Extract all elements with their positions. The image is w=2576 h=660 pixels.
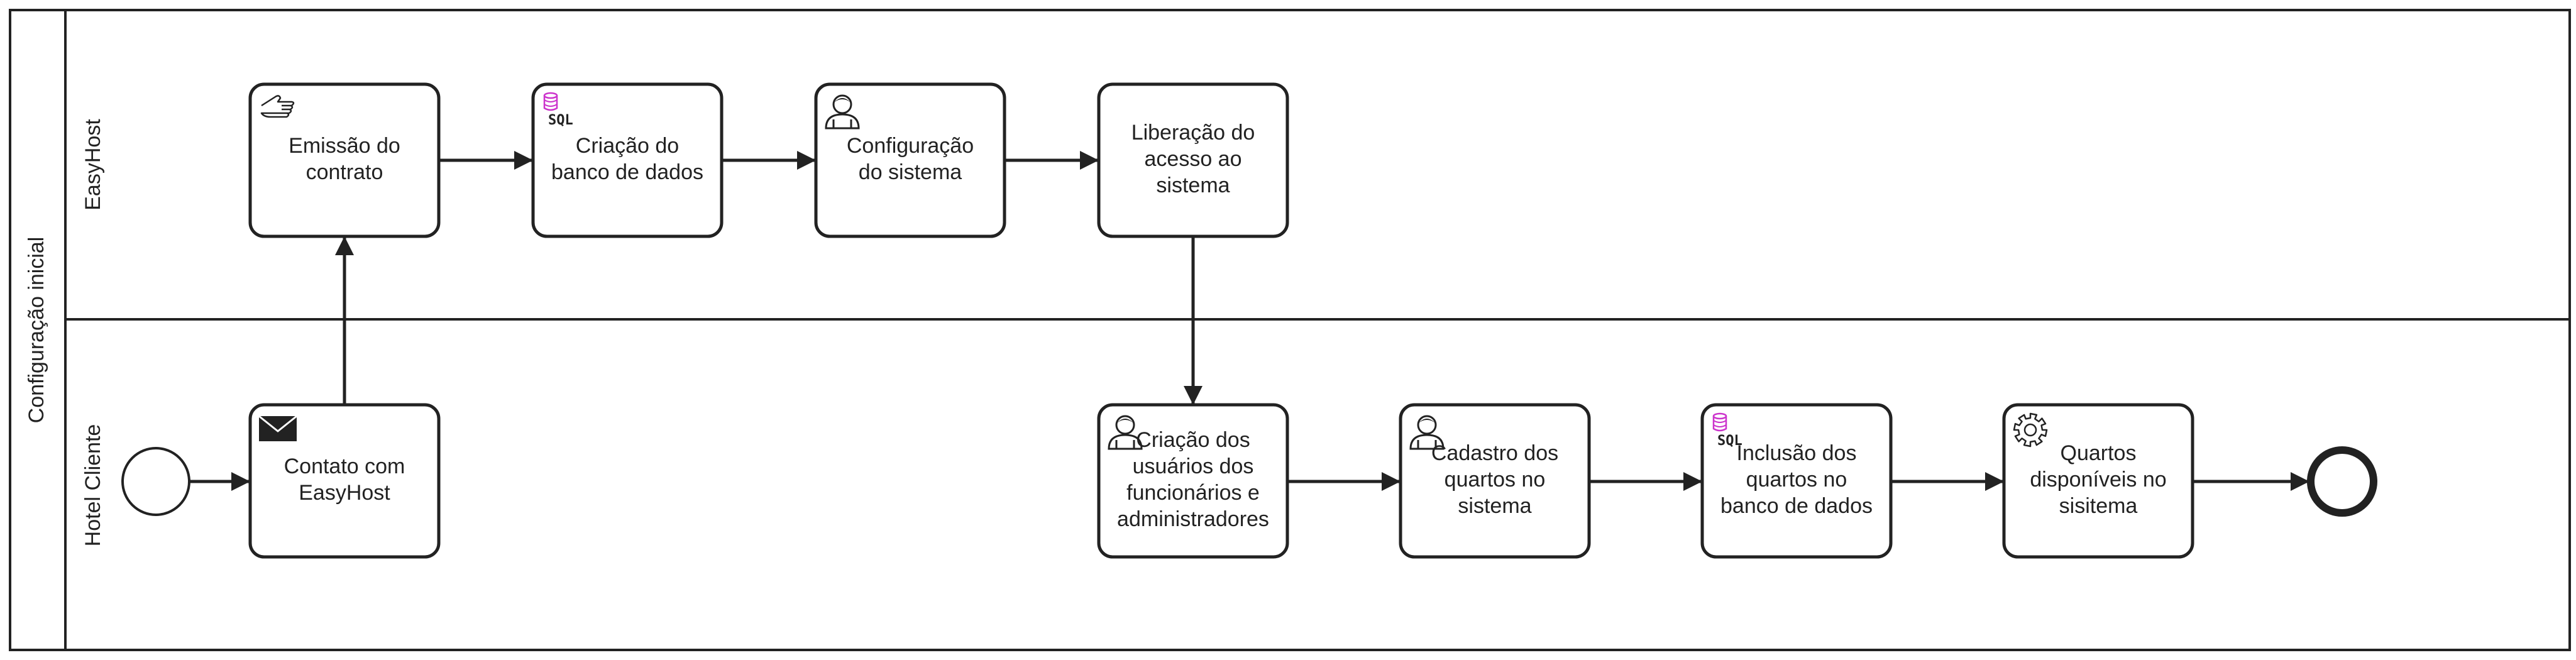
task-label: Cadastro dos (1431, 441, 1558, 465)
task-label: sistema (1156, 173, 1230, 197)
gear-icon (2013, 412, 2048, 448)
task-label: disponíveis no (2030, 468, 2166, 492)
task-label: Configuração (847, 134, 974, 158)
task-label: Emissão do (289, 134, 400, 158)
task-label: banco de dados (1720, 494, 1873, 518)
task-box[interactable] (2002, 403, 2194, 559)
manual-hand-icon (260, 95, 295, 118)
task-label: Inclusão dos (1737, 441, 1857, 465)
end-event[interactable] (2307, 446, 2377, 517)
task-box[interactable] (1097, 403, 1289, 559)
task-box[interactable] (248, 82, 441, 238)
envelope-icon (258, 415, 297, 441)
lane-label-easyhost: EasyHost (81, 119, 105, 211)
task-label: quartos no (1445, 468, 1546, 492)
task-label: sistema (1458, 494, 1531, 518)
svg-text:SQL: SQL (1717, 433, 1742, 449)
sequence-flows (190, 151, 2309, 491)
task-box[interactable] (814, 82, 1006, 238)
start-event[interactable] (121, 447, 190, 516)
user-icon (1409, 415, 1445, 450)
lane-label-hotel-cliente: Hotel Cliente (81, 424, 105, 547)
task-box[interactable] (531, 82, 724, 238)
svg-text:SQL: SQL (548, 113, 573, 128)
task-label: administradores (1117, 507, 1269, 531)
task-label: acesso ao (1145, 147, 1242, 171)
lane-hotel-cliente: Hotel Cliente (81, 424, 105, 547)
user-icon (1108, 415, 1143, 450)
task-label: Contato com (284, 454, 405, 478)
task-label: funcionários e (1126, 481, 1260, 505)
task-box[interactable] (1700, 403, 1893, 559)
task-label: quartos no (1746, 468, 1847, 492)
task-label: Criação do (576, 134, 679, 158)
lane-easyhost: EasyHost (65, 119, 2570, 321)
task-box[interactable] (248, 403, 441, 559)
sql-database-icon: SQL (543, 92, 573, 128)
task-label: EasyHost (299, 481, 390, 505)
task-label: Quartos (2061, 441, 2137, 465)
task-label: Liberação do (1131, 121, 1255, 145)
task-box[interactable] (1097, 82, 1289, 238)
task-label: banco de dados (551, 160, 703, 184)
task-label: usuários dos (1133, 454, 1254, 478)
sql-database-icon: SQL (1712, 412, 1742, 449)
task-label: sisitema (2059, 494, 2138, 518)
task-label: contrato (306, 160, 383, 184)
task-label: do sistema (859, 160, 962, 184)
task-label: Criação dos (1136, 428, 1250, 452)
task-box[interactable] (1399, 403, 1591, 559)
user-icon (825, 94, 860, 129)
pool-label: Configuração inicial (25, 237, 48, 424)
